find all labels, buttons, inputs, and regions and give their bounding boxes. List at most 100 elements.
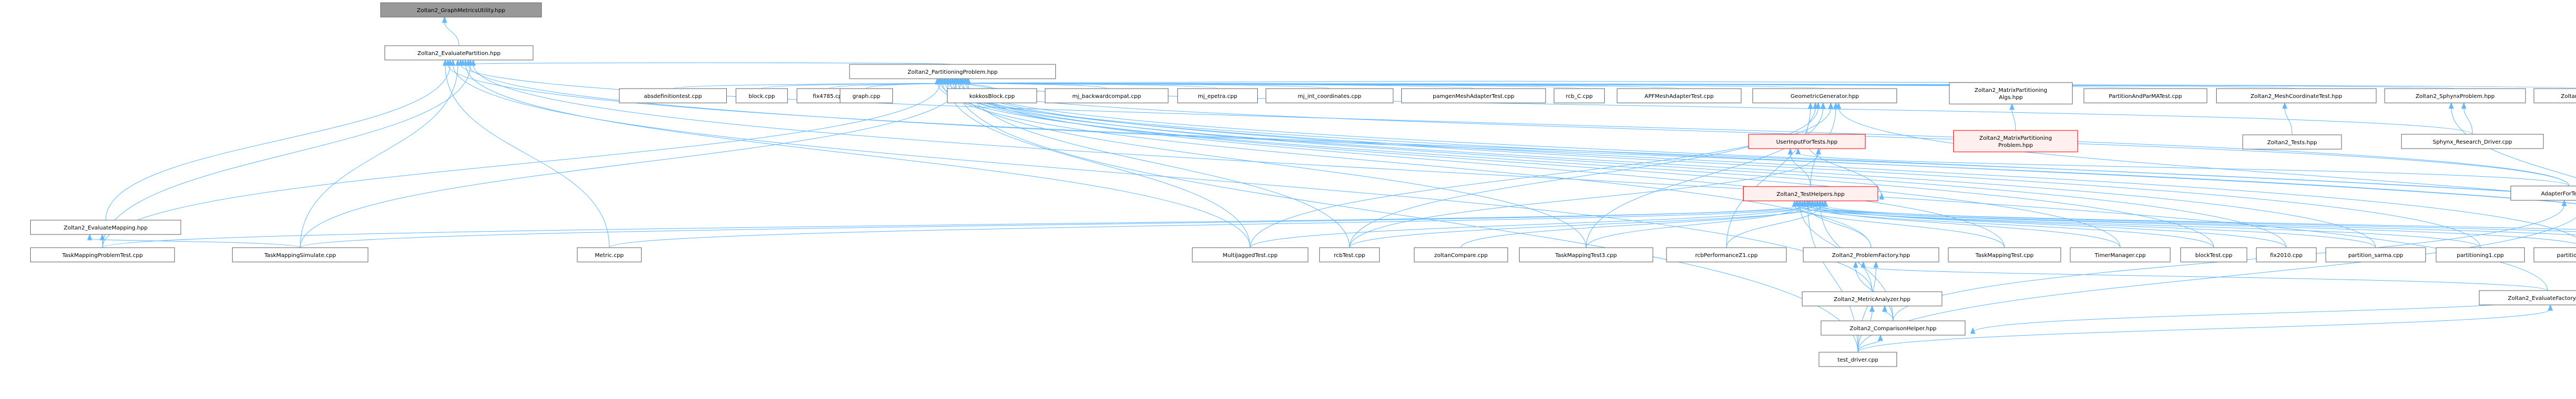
node-box bbox=[2180, 247, 2248, 263]
node-metric[interactable]: Metric.cpp bbox=[577, 247, 642, 263]
node-tmt3[interactable]: TaskMappingTest3.cpp bbox=[1519, 247, 1653, 263]
node-box bbox=[1752, 88, 1897, 103]
edge-rcbtest-to-userinput bbox=[1349, 147, 1821, 248]
arrowhead-icon bbox=[1869, 305, 1875, 312]
node-testhelpers[interactable]: Zoltan2_TestHelpers.hpp bbox=[1742, 186, 1878, 201]
edge-line bbox=[1249, 205, 1805, 248]
edge-rcbpz1b-to-partprob bbox=[958, 78, 2576, 196]
arrowhead-icon bbox=[2461, 102, 2467, 109]
edge-metric-to-testhelpers bbox=[609, 200, 1820, 248]
node-box bbox=[384, 45, 534, 61]
node-tests[interactable]: Zoltan2_Tests.hpp bbox=[2242, 134, 2342, 150]
node-tms[interactable]: TaskMappingSimulate.cpp bbox=[232, 247, 369, 263]
edge-rcbpz1b-to-testhelpers bbox=[1810, 200, 2576, 230]
edge-line bbox=[1815, 205, 2121, 248]
node-label: AdapterForTests.hpp bbox=[2541, 191, 2576, 197]
node-userinput[interactable]: UserInputForTests.hpp bbox=[1748, 134, 1866, 149]
node-blocktest[interactable]: blockTest.cpp bbox=[2180, 247, 2248, 263]
node-label: rcbTest.cpp bbox=[1334, 253, 1365, 259]
node-graph[interactable]: graph.cpp bbox=[840, 88, 893, 103]
node-label: Zoltan2_Parameters.cpp bbox=[2561, 94, 2576, 100]
arrowhead-icon bbox=[1820, 102, 1826, 109]
node-pamgen[interactable]: pamgenMeshAdapterTest.cpp bbox=[1401, 88, 1546, 103]
node-box bbox=[1519, 247, 1653, 263]
node-label: Zoltan2_MatrixPartitioning bbox=[1979, 135, 2052, 141]
edge-tmpt-to-evalmap bbox=[100, 233, 105, 248]
arrowhead-icon bbox=[945, 78, 951, 85]
edge-tmpt-to-evalpart bbox=[102, 59, 473, 248]
node-tmt[interactable]: TaskMappingTest.cpp bbox=[1948, 247, 2062, 263]
node-comphelp[interactable]: Zoltan2_ComparisonHelper.hpp bbox=[1821, 320, 1966, 336]
arrowhead-icon bbox=[1882, 305, 1888, 312]
node-sphynxdrv[interactable]: Sphynx_Research_Driver.cpp bbox=[2401, 134, 2544, 149]
node-rcbpz1a[interactable]: rcbPerformanceZ1.cpp bbox=[1666, 247, 1787, 263]
node-mjback[interactable]: mj_backwardcompat.cpp bbox=[1045, 88, 1169, 103]
edge-line bbox=[1805, 205, 2576, 236]
node-block[interactable]: block.cpp bbox=[736, 88, 788, 103]
edge-line bbox=[300, 64, 458, 248]
node-parma[interactable]: PartitionAndParMATest.cpp bbox=[2084, 88, 2207, 103]
node-box bbox=[1821, 320, 1966, 336]
node-label: pamgenMeshAdapterTest.cpp bbox=[1433, 94, 1514, 100]
node-label: TaskMappingSimulate.cpp bbox=[264, 253, 336, 259]
node-label: Zoltan2_GraphMetricsUtility.hpp bbox=[417, 8, 506, 14]
node-part1[interactable]: partitioning1.cpp bbox=[2436, 247, 2525, 263]
node-tmpt[interactable]: TaskMappingProblemTest.cpp bbox=[30, 247, 175, 263]
node-timer[interactable]: TimerManager.cpp bbox=[2070, 247, 2171, 263]
node-mjepetra[interactable]: mj_epetra.cpp bbox=[1177, 88, 1258, 103]
node-params[interactable]: Zoltan2_Parameters.cpp bbox=[2534, 88, 2576, 103]
edge-line bbox=[1790, 152, 1811, 187]
node-fix2010[interactable]: fix2010.cpp bbox=[2256, 247, 2317, 263]
edge-line bbox=[1794, 205, 2005, 248]
node-testdriver[interactable]: test_driver.cpp bbox=[1818, 352, 1897, 367]
node-mjint[interactable]: mj_int_coordinates.cpp bbox=[1265, 88, 1394, 103]
edge-mjt-to-geomgen bbox=[1249, 102, 1834, 248]
node-box bbox=[2534, 247, 2576, 263]
node-evalmap[interactable]: Zoltan2_EvaluateMapping.hpp bbox=[30, 220, 182, 235]
node-label: Zoltan2_MatrixPartitioning bbox=[1975, 88, 2047, 94]
node-absdef[interactable]: absdefinitiontest.cpp bbox=[619, 88, 727, 103]
node-sphynxprob[interactable]: Zoltan2_SphynxProblem.hpp bbox=[2384, 88, 2526, 103]
node-parttree[interactable]: partitioningTree.cpp bbox=[2534, 247, 2576, 263]
node-box bbox=[1616, 88, 1742, 103]
edge-line bbox=[1810, 205, 2376, 248]
arrowhead-icon bbox=[1828, 102, 1834, 109]
node-rcbc[interactable]: rcb_C.cpp bbox=[1553, 88, 1605, 103]
node-zcompare[interactable]: zoltanCompare.cpp bbox=[1413, 247, 1508, 263]
node-sarma[interactable]: partition_sarma.cpp bbox=[2325, 247, 2426, 263]
edge-part1-to-partprob bbox=[963, 78, 2481, 248]
node-box bbox=[2384, 88, 2526, 103]
edge-testhelpers-to-userinput bbox=[1788, 147, 1811, 187]
edge-tmpt-to-partprob bbox=[102, 78, 943, 248]
node-box bbox=[1045, 88, 1169, 103]
edge-line bbox=[2463, 107, 2473, 135]
node-label: TaskMappingTest.cpp bbox=[1975, 253, 2034, 259]
node-probfact[interactable]: Zoltan2_ProblemFactory.hpp bbox=[1802, 247, 1939, 263]
node-metanal[interactable]: Zoltan2_MetricAnalyzer.hpp bbox=[1801, 291, 1943, 307]
node-evalfact[interactable]: Zoltan2_EvaluateFactory.hpp bbox=[2479, 290, 2576, 305]
node-label: mj_int_coordinates.cpp bbox=[1298, 94, 1361, 100]
node-box bbox=[2256, 247, 2317, 263]
node-label: mj_backwardcompat.cpp bbox=[1072, 94, 1141, 100]
node-geomgen[interactable]: GeometricGenerator.hpp bbox=[1752, 88, 1897, 103]
node-adapter[interactable]: AdapterForTests.hpp bbox=[2511, 185, 2576, 201]
edge-line bbox=[444, 21, 459, 46]
node-evalpart[interactable]: Zoltan2_EvaluatePartition.hpp bbox=[384, 45, 534, 61]
arrowhead-icon bbox=[442, 16, 447, 23]
arrowhead-icon bbox=[1816, 147, 1821, 155]
node-apf[interactable]: APFMeshAdapterTest.cpp bbox=[1616, 88, 1742, 103]
node-meshcoord[interactable]: Zoltan2_MeshCoordinateTest.hpp bbox=[2216, 88, 2377, 103]
node-kokkosblock[interactable]: kokkosBlock.cpp bbox=[947, 88, 1037, 103]
edge-line bbox=[1726, 205, 1821, 248]
node-partprob[interactable]: Zoltan2_PartitioningProblem.hpp bbox=[849, 64, 1056, 79]
arrowhead-icon bbox=[938, 78, 944, 85]
node-box bbox=[736, 88, 788, 103]
node-mjt[interactable]: MultiJaggedTest.cpp bbox=[1192, 247, 1308, 263]
node-label: rcbPerformanceZ1.cpp bbox=[1695, 253, 1758, 259]
edge-tmt3-to-geomgen bbox=[1586, 102, 1826, 248]
node-rcbtest[interactable]: rcbTest.cpp bbox=[1319, 247, 1380, 263]
edge-testdriver-to-adapter bbox=[1857, 217, 2576, 353]
node-box bbox=[2242, 134, 2342, 150]
